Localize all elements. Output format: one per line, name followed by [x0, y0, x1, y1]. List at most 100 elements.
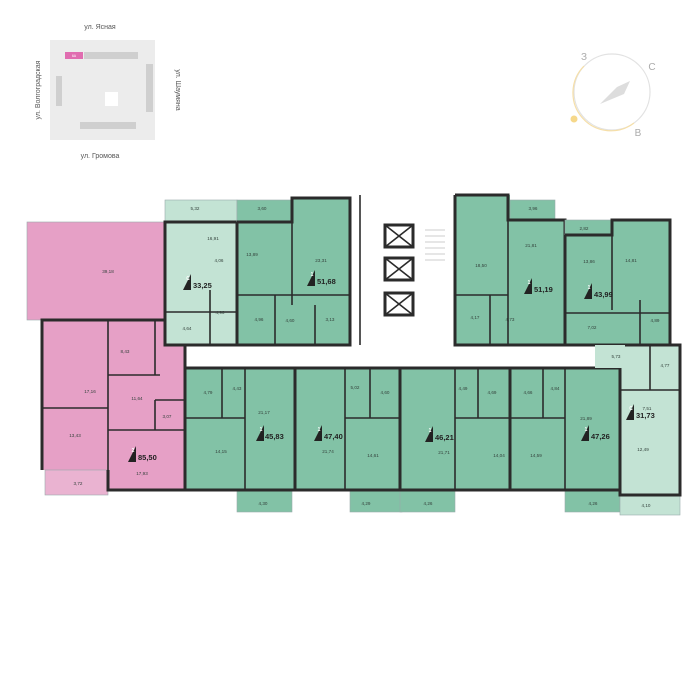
plan-shape	[128, 446, 136, 462]
block-row-east	[146, 64, 153, 112]
room-area: 21,89	[580, 416, 592, 421]
block-row-west	[56, 76, 62, 106]
room-area: 4,96	[255, 317, 264, 322]
block-6a[interactable]	[65, 52, 83, 59]
plan-shape	[183, 274, 191, 290]
plan-shape	[185, 368, 295, 490]
apartment-1-47-26[interactable]	[508, 366, 622, 513]
apartment-labels: 285,50 С33,25 151,68 151,19 143,99 145,8…	[128, 270, 655, 462]
plan-shape	[455, 195, 510, 345]
block-label: 6А	[72, 54, 77, 58]
street-west: ул. Волгоградская	[35, 60, 42, 119]
plan-shape	[295, 368, 400, 490]
room-area: 13,86	[583, 259, 595, 264]
terrace	[26, 221, 166, 321]
room-area: 4,84	[551, 386, 560, 391]
room-area: 13,43	[69, 433, 81, 438]
plan-shape	[505, 220, 565, 345]
apartment-fill	[108, 470, 185, 490]
plan-shape: 51,19	[534, 285, 553, 294]
room-area: 4,60	[286, 318, 295, 323]
room-area: 14,04	[493, 453, 505, 458]
room-area: 14,15	[215, 449, 227, 454]
exterior-wall	[618, 343, 682, 497]
plan-shape	[581, 425, 589, 441]
plan-shape	[307, 270, 315, 286]
room-area: 14,59	[530, 453, 542, 458]
room-area: 4,26	[424, 501, 433, 506]
room-area: 21,74	[322, 449, 334, 454]
plan-shape: 2	[132, 448, 135, 454]
room-area: 5,73	[612, 354, 621, 359]
apt-label: 151,19	[524, 278, 553, 294]
room-area: 23,31	[315, 258, 327, 263]
apartment-1-47-40[interactable]	[293, 366, 403, 513]
balcony	[349, 489, 403, 513]
balcony	[164, 199, 238, 223]
apartment-1-51-68[interactable]	[235, 196, 352, 347]
plan-shape	[524, 278, 532, 294]
apartment-studio-33-25[interactable]	[163, 199, 239, 347]
balcony	[236, 199, 293, 223]
plan-shape: 1	[588, 285, 591, 291]
apartment-1-51-19[interactable]	[453, 193, 567, 347]
compass-north: С	[648, 62, 655, 73]
plan-shape: 47,40	[324, 432, 343, 441]
plan-shape	[584, 283, 592, 299]
room-area: 2,82	[580, 226, 589, 231]
site-minimap[interactable]: ул. Ясная ул. Громова ул. Волгоградская …	[35, 24, 181, 160]
room-area: 7,51	[643, 406, 652, 411]
plan-shape: 51,68	[317, 277, 336, 286]
room-area: 3,13	[326, 317, 335, 322]
plan-shape	[360, 195, 455, 345]
plan-shape	[256, 425, 264, 441]
compass-east: В	[635, 128, 642, 139]
plan-shape: 43,99	[594, 290, 613, 299]
room-area: 7,02	[588, 325, 597, 330]
room-area: 18,50	[475, 263, 487, 268]
room-area: 21,81	[525, 243, 537, 248]
room-area: 4,17	[471, 315, 480, 320]
plan-shape: 33,25	[193, 281, 212, 290]
apt-label: 285,50	[128, 446, 157, 462]
plan-shape	[425, 426, 433, 442]
apartment-1-45-83[interactable]	[183, 366, 297, 513]
compass-arrow-icon	[600, 81, 630, 104]
stair-elevator-core	[359, 195, 456, 345]
apt-label: 146,21	[425, 426, 454, 442]
room-area: 4,73	[506, 317, 515, 322]
interior-wall	[384, 224, 414, 248]
apt-label: 151,68	[307, 270, 336, 286]
plan-shape	[237, 222, 292, 345]
room-area: 4,49	[459, 386, 468, 391]
plan-shape: 85,50	[138, 453, 157, 462]
compass: З С В	[570, 52, 656, 139]
room-area: 4,30	[259, 501, 268, 506]
interior-wall	[384, 257, 414, 281]
plan-shape: 1	[260, 427, 263, 433]
plan-shape	[595, 345, 625, 368]
block-row-north	[84, 52, 138, 59]
room-area: 5,02	[351, 385, 360, 390]
plan-shape	[314, 425, 322, 441]
room-area: 13,89	[246, 252, 258, 257]
apartment-2-85-50[interactable]	[26, 221, 187, 496]
room-area: 8,43	[121, 349, 130, 354]
room-area: 21,71	[438, 450, 450, 455]
elevator-icon	[383, 223, 415, 249]
apartment-1-43-99[interactable]	[563, 218, 672, 347]
room-area: 3,60	[258, 206, 267, 211]
room-area: 17,93	[136, 471, 148, 476]
stairs-icon	[425, 229, 445, 261]
apt-label: С31,73	[626, 404, 655, 420]
apt-label: 143,99	[584, 283, 613, 299]
street-north: ул. Ясная	[84, 24, 116, 31]
plan-shape	[626, 404, 634, 420]
plan-shape	[612, 220, 670, 345]
plan-shape: 45,83	[265, 432, 284, 441]
room-area: 39,18	[102, 269, 114, 274]
sun-icon	[570, 115, 578, 123]
room-area: 4,60	[381, 390, 390, 395]
apartment-1-46-21[interactable]	[398, 366, 512, 513]
